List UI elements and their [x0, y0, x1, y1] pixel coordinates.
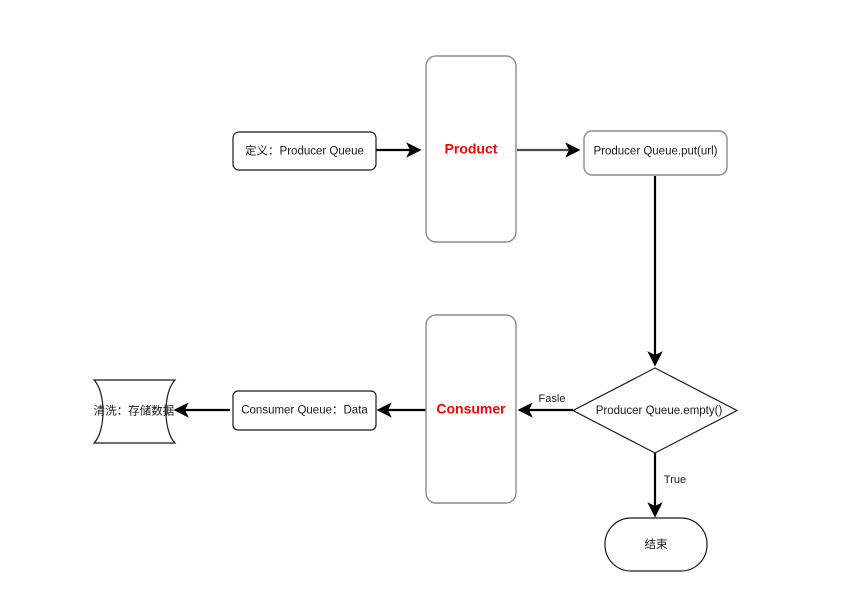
node-producer-put[interactable]: Producer Queue.put(url) — [583, 130, 728, 176]
node-storage[interactable]: 清洗：存储数据 — [92, 379, 177, 444]
node-storage-label: 清洗：存储数据 — [94, 404, 175, 418]
edge-label-false: Fasle — [539, 393, 566, 405]
node-consumer-queue-data-label: Consumer Queue：Data — [241, 405, 368, 417]
node-decision-queue-empty[interactable]: Producer Queue.empty() — [571, 367, 739, 454]
node-define-producer-queue[interactable]: 定义：Producer Queue — [232, 131, 377, 171]
node-end[interactable]: 结束 — [604, 517, 708, 572]
node-product-label: Product — [445, 141, 498, 157]
node-product[interactable]: Product — [425, 55, 517, 243]
node-consumer-queue-data[interactable]: Consumer Queue：Data — [232, 390, 377, 431]
node-decision-queue-empty-label: Producer Queue.empty() — [596, 405, 723, 417]
node-define-producer-queue-label: 定义：Producer Queue — [245, 144, 364, 158]
node-consumer[interactable]: Consumer — [425, 314, 517, 504]
node-producer-put-label: Producer Queue.put(url) — [593, 146, 717, 158]
edge-label-true: True — [664, 474, 686, 486]
node-consumer-label: Consumer — [436, 401, 506, 417]
node-end-label: 结束 — [645, 538, 668, 551]
